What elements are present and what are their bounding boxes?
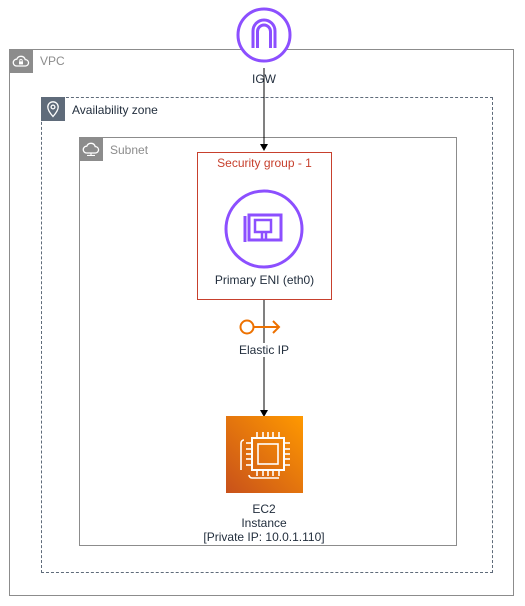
vpc-cloud-lock-icon: [9, 49, 33, 73]
availability-zone-group: [41, 97, 493, 573]
location-pin-icon: [41, 97, 65, 121]
network-interface-icon: [222, 187, 306, 271]
subnet-cloud-icon: [79, 137, 103, 161]
availability-zone-label: Availability zone: [72, 103, 158, 117]
ec2-label: EC2 Instance [Private IP: 10.0.1.110]: [184, 502, 344, 544]
elastic-ip-icon: [238, 317, 284, 337]
igw-label: IGW: [252, 72, 276, 86]
subnet-group: [79, 137, 457, 546]
eni-label: Primary ENI (eth0): [214, 273, 315, 287]
internet-gateway-icon: [236, 7, 292, 63]
subnet-label: Subnet: [110, 143, 149, 157]
security-group-label: Security group - 1: [217, 156, 312, 170]
ec2-label-type: Instance: [241, 516, 287, 530]
ec2-label-name: EC2: [252, 502, 276, 516]
vpc-label: VPC: [40, 54, 65, 68]
ec2-instance-chip-icon: [226, 416, 303, 493]
elastic-ip-label: Elastic IP: [214, 343, 314, 357]
ec2-label-private-ip: [Private IP: 10.0.1.110]: [203, 530, 325, 544]
